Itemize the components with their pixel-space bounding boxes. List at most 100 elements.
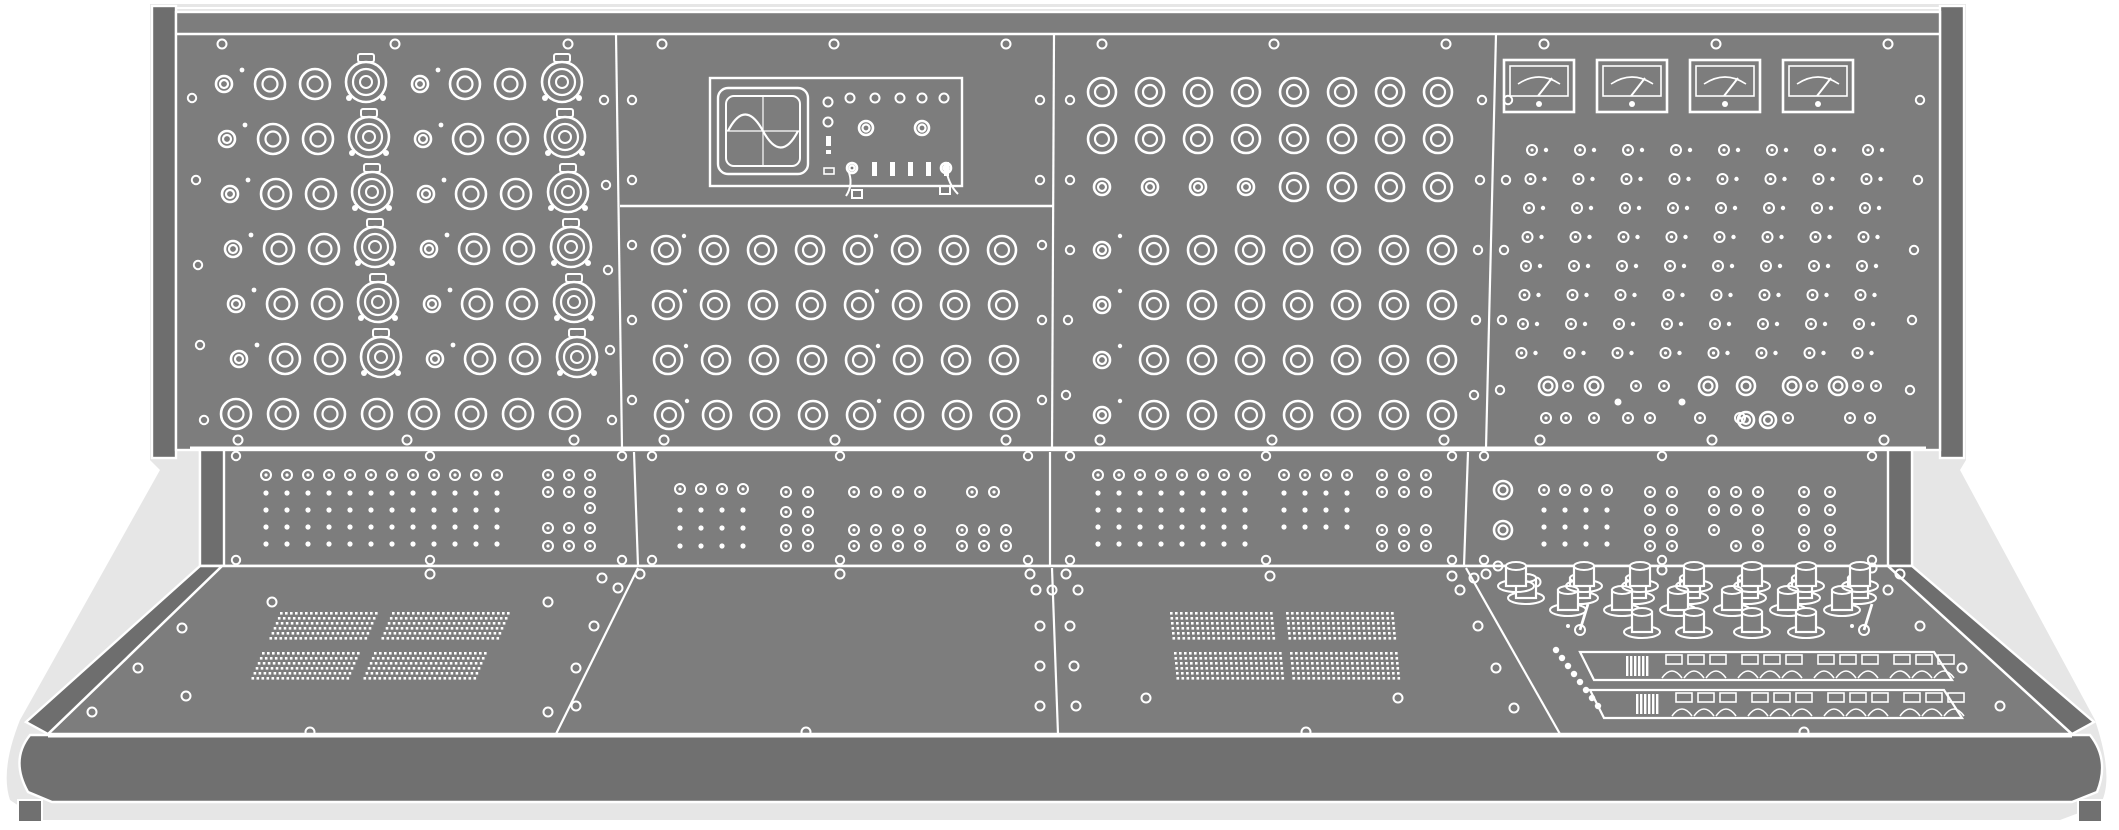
patch-pin-icon: [1712, 260, 1724, 272]
patch-pin-icon: [1155, 469, 1167, 481]
screw-icon: [844, 92, 856, 104]
patch-pin-icon: [1659, 347, 1672, 359]
dot: [263, 490, 269, 496]
patch-pin-icon: [1662, 289, 1675, 301]
dot: [1542, 176, 1547, 182]
jack-icon: [1230, 123, 1262, 155]
dot: [494, 524, 500, 530]
jack-icon: [310, 287, 344, 321]
screw-icon: [180, 690, 192, 702]
screw-icon: [1480, 568, 1492, 580]
jack-icon: [1188, 177, 1208, 197]
screw-icon: [542, 596, 554, 608]
dot: [245, 177, 251, 183]
patch-pin-icon: [1760, 260, 1772, 272]
dot: [1633, 263, 1639, 269]
patch-pin-icon: [386, 469, 398, 481]
jack-icon: [845, 161, 859, 175]
dot: [431, 490, 437, 496]
panel-seam: [1465, 567, 1561, 735]
jack-icon: [842, 234, 874, 266]
jack-icon: [653, 399, 685, 431]
dot: [389, 524, 395, 530]
knob-icon: [1733, 561, 1771, 593]
patch-pin-icon: [1798, 504, 1810, 516]
jack-icon: [214, 74, 234, 94]
large-jack-icon: [347, 108, 391, 159]
patch-pin-icon: [1856, 260, 1868, 272]
dot: [1117, 343, 1123, 349]
dot: [681, 233, 687, 239]
jack-icon: [1282, 234, 1314, 266]
patch-pin-icon: [1563, 347, 1576, 359]
patch-pin-icon: [1715, 202, 1727, 214]
dot: [1541, 507, 1547, 513]
panel-seam: [555, 567, 639, 735]
jack-icon: [1138, 234, 1170, 266]
dot: [1830, 176, 1835, 182]
jack-icon: [1230, 76, 1262, 108]
patch-pin-icon: [1520, 260, 1532, 272]
toggle-switch-icon: [1566, 603, 1590, 636]
dot: [326, 507, 332, 513]
screw-icon: [1906, 314, 1918, 326]
dot: [1539, 234, 1544, 240]
dot: [473, 524, 479, 530]
screw-icon: [1392, 692, 1404, 704]
patch-pin-icon: [1420, 540, 1432, 552]
screw-icon: [1046, 584, 1058, 596]
toggle-lever: [1578, 603, 1590, 631]
screw-icon: [424, 554, 436, 566]
dot: [1731, 234, 1736, 240]
keypad-strip-icon: [1578, 650, 1955, 682]
jack-icon: [1326, 171, 1358, 203]
screw-icon: [822, 116, 834, 128]
dot: [452, 490, 458, 496]
screw-icon: [1994, 700, 2006, 712]
dot: [719, 525, 725, 531]
dot: [263, 541, 269, 547]
large-jack-icon: [359, 328, 403, 379]
jack-icon: [857, 119, 875, 137]
screw-icon: [1036, 394, 1048, 406]
jack-icon: [892, 344, 924, 376]
screw-icon: [186, 92, 198, 104]
jack-icon: [422, 294, 442, 314]
module-mixer-jacks: [650, 233, 1021, 431]
patch-pin-icon: [1710, 289, 1723, 301]
screw-icon: [1454, 584, 1466, 596]
patch-pin-icon: [1617, 231, 1630, 243]
jack-icon: [699, 289, 731, 321]
jack-icon: [1326, 76, 1358, 108]
vu-meter-icon: [1595, 58, 1669, 114]
screw-icon: [1706, 434, 1718, 446]
dot: [254, 342, 260, 348]
patch-pin-icon: [1805, 318, 1817, 330]
large-jack-icon: [356, 273, 400, 324]
jack-icon: [1182, 123, 1214, 155]
screw-icon: [190, 174, 202, 186]
dot: [698, 525, 704, 531]
dot: [1822, 321, 1828, 327]
patch-pin-icon: [1524, 173, 1537, 185]
dot: [1302, 490, 1308, 496]
jack-icon: [1138, 399, 1170, 431]
left-desk-cheek: [23, 564, 225, 736]
patch-pin-icon: [1239, 469, 1251, 481]
jack-icon: [253, 67, 287, 101]
patch-pin-icon: [1666, 486, 1678, 498]
patch-pin-icon: [1113, 469, 1125, 481]
jack-icon: [1422, 171, 1454, 203]
jack-icon: [1537, 375, 1559, 397]
patch-pin-icon: [542, 522, 554, 534]
jack-icon: [499, 177, 533, 211]
dot: [1604, 524, 1610, 530]
dot: [410, 490, 416, 496]
dot: [347, 541, 353, 547]
jack-icon: [416, 184, 436, 204]
desk-panel: [44, 564, 2076, 736]
patch-pin-icon: [1613, 318, 1625, 330]
jack-icon: [913, 119, 931, 137]
patch-pin-icon: [407, 469, 419, 481]
dot: [494, 507, 500, 513]
